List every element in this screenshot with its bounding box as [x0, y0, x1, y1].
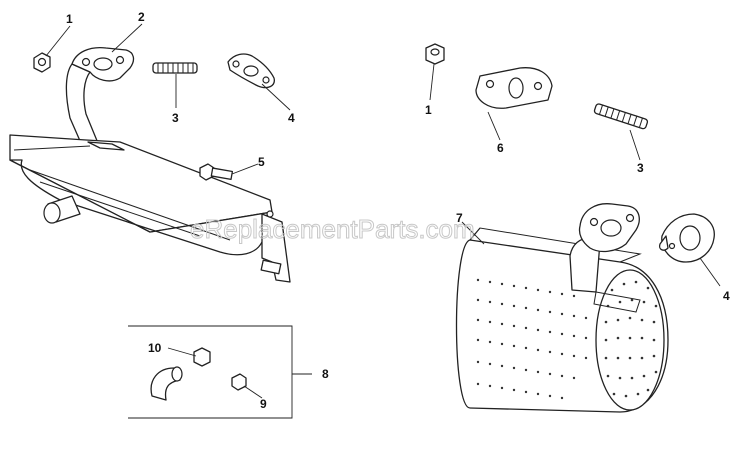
callout-1-right: 1 [425, 103, 432, 117]
bolt-left [199, 163, 234, 181]
callout-6: 6 [497, 141, 504, 155]
stud-right [593, 103, 649, 130]
muffler-left [9, 134, 291, 283]
callout-9: 9 [260, 397, 267, 411]
exhaust-pipe-left [65, 46, 135, 151]
callout-4-left: 4 [288, 111, 295, 125]
callout-7: 7 [456, 211, 463, 225]
gasket-left [227, 53, 275, 89]
leader-lines [45, 23, 721, 399]
gasket-right-upper [475, 67, 553, 109]
hex-nut-right [425, 43, 445, 65]
callout-8: 8 [322, 367, 329, 381]
screw [231, 373, 247, 391]
plug-nut [193, 347, 211, 367]
callout-10: 10 [148, 341, 162, 355]
callout-2: 2 [138, 10, 145, 24]
muffler-right [455, 203, 669, 413]
callout-3-right: 3 [637, 161, 644, 175]
watermark: eReplacementParts.com [190, 214, 475, 244]
callout-5: 5 [258, 155, 265, 169]
stud-left [152, 62, 198, 74]
callout-3-left: 3 [172, 111, 179, 125]
elbow-pipe [150, 366, 183, 401]
muffler-perforations [476, 278, 658, 400]
kit-box [128, 325, 312, 419]
gasket-right-lower [658, 213, 715, 263]
callout-4-right: 4 [723, 289, 730, 303]
callout-1-left: 1 [66, 12, 73, 26]
hex-nut-left [33, 52, 51, 73]
